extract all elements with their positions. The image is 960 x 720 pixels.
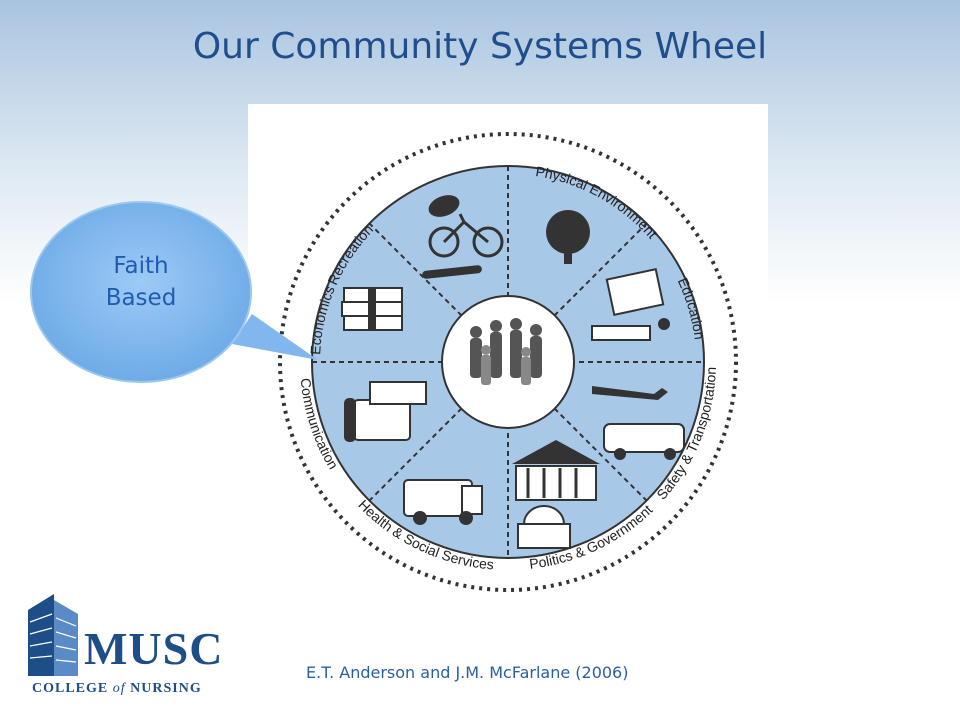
outer-dotted-ring	[278, 132, 738, 592]
musc-building-logo-icon	[28, 594, 78, 676]
callout-line-2: Based	[105, 285, 177, 311]
logo-subtitle: COLLEGE of NURSING	[32, 681, 202, 696]
center-circle	[441, 295, 575, 429]
wheel-spokes	[312, 166, 704, 558]
ambulance-icon	[403, 479, 483, 525]
citation: E.T. Anderson and J.M. McFarlane (2006)	[306, 663, 629, 682]
community-wheel-diagram: Recreation Physical Environment Educatio…	[248, 104, 768, 626]
money-stack-icon	[341, 287, 403, 331]
capitol-icon	[512, 440, 600, 549]
police-car-icon	[603, 423, 685, 460]
tree-icon	[546, 210, 590, 264]
callout-text: Faith Based	[86, 250, 196, 314]
logo-name: MUSC	[84, 623, 224, 674]
diploma-book-icon	[591, 268, 670, 341]
airplane-icon	[592, 386, 668, 400]
bicycle-icon	[422, 195, 504, 279]
people-icon	[470, 318, 542, 385]
telephone-icon	[344, 381, 427, 442]
wheel-svg: Recreation Physical Environment Educatio…	[278, 132, 738, 592]
callout-line-1: Faith	[113, 253, 169, 279]
slide-title: Our Community Systems Wheel	[192, 26, 768, 67]
